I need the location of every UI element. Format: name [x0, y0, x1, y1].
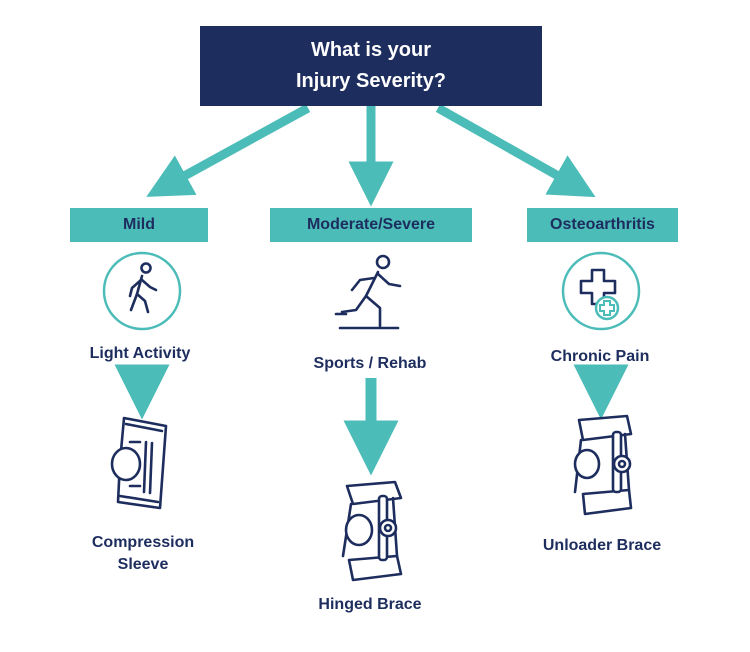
root-question-line1: What is your	[310, 39, 431, 61]
walking-person-icon	[102, 251, 182, 331]
brace-label-hinged: Hinged Brace	[318, 596, 422, 613]
category-mild: Mild	[70, 208, 208, 242]
root-question-box: What is your Injury Severity?	[200, 26, 542, 106]
running-person-icon	[334, 254, 402, 330]
medical-cross-icon	[561, 251, 641, 331]
activity-chronic-pain: Chronic Pain	[550, 348, 650, 365]
category-osteoarthritis: Osteoarthritis	[527, 208, 678, 242]
brace-label-compression-line1: Compression	[91, 534, 195, 551]
compression-sleeve-icon	[110, 416, 168, 510]
arrow-root-to-mild	[146, 104, 311, 197]
unloader-brace-icon	[573, 414, 633, 516]
brace-label-compression-line2: Sleeve	[117, 556, 169, 573]
activity-sports-rehab: Sports / Rehab	[313, 355, 427, 372]
brace-label-unloader: Unloader Brace	[542, 537, 662, 554]
hinged-brace-icon	[341, 480, 403, 582]
brace-label-compression-sleeve: Compression Sleeve	[63, 532, 223, 576]
category-moderate-severe: Moderate/Severe	[270, 208, 472, 242]
root-question-line2: Injury Severity?	[295, 70, 447, 92]
activity-light: Light Activity	[89, 345, 191, 362]
arrow-root-to-osteo	[435, 104, 596, 198]
